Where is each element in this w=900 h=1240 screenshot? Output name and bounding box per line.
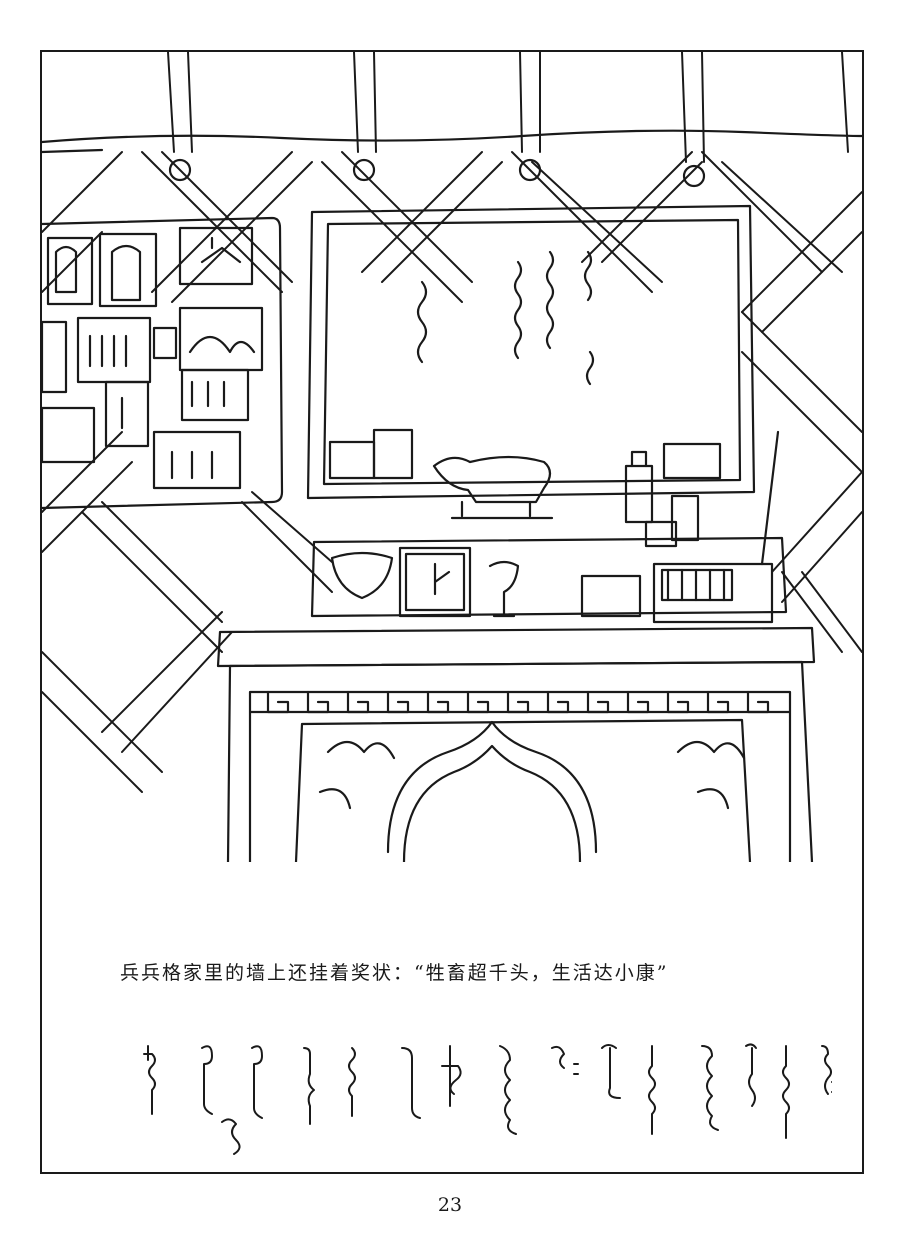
- photo-board: [42, 216, 284, 510]
- page-number: 23: [437, 1194, 463, 1216]
- bottles: [624, 450, 700, 548]
- page-frame: 兵兵格家里的墙上还挂着奖状：“牲畜超千头，生活达小康”: [40, 50, 864, 1174]
- table-objects: [310, 430, 788, 624]
- rope-ties: [168, 158, 706, 188]
- sheep-figurine: [432, 455, 554, 520]
- cabinet: [216, 626, 816, 862]
- roof-poles: [167, 52, 849, 163]
- caption: 兵兵格家里的墙上还挂着奖状：“牲畜超千头，生活达小康”: [120, 962, 669, 984]
- mongolian-script-text: [143, 1043, 832, 1155]
- award-certificate: [306, 204, 756, 500]
- wall-band: [42, 129, 862, 144]
- yurt-illustration: [42, 52, 862, 862]
